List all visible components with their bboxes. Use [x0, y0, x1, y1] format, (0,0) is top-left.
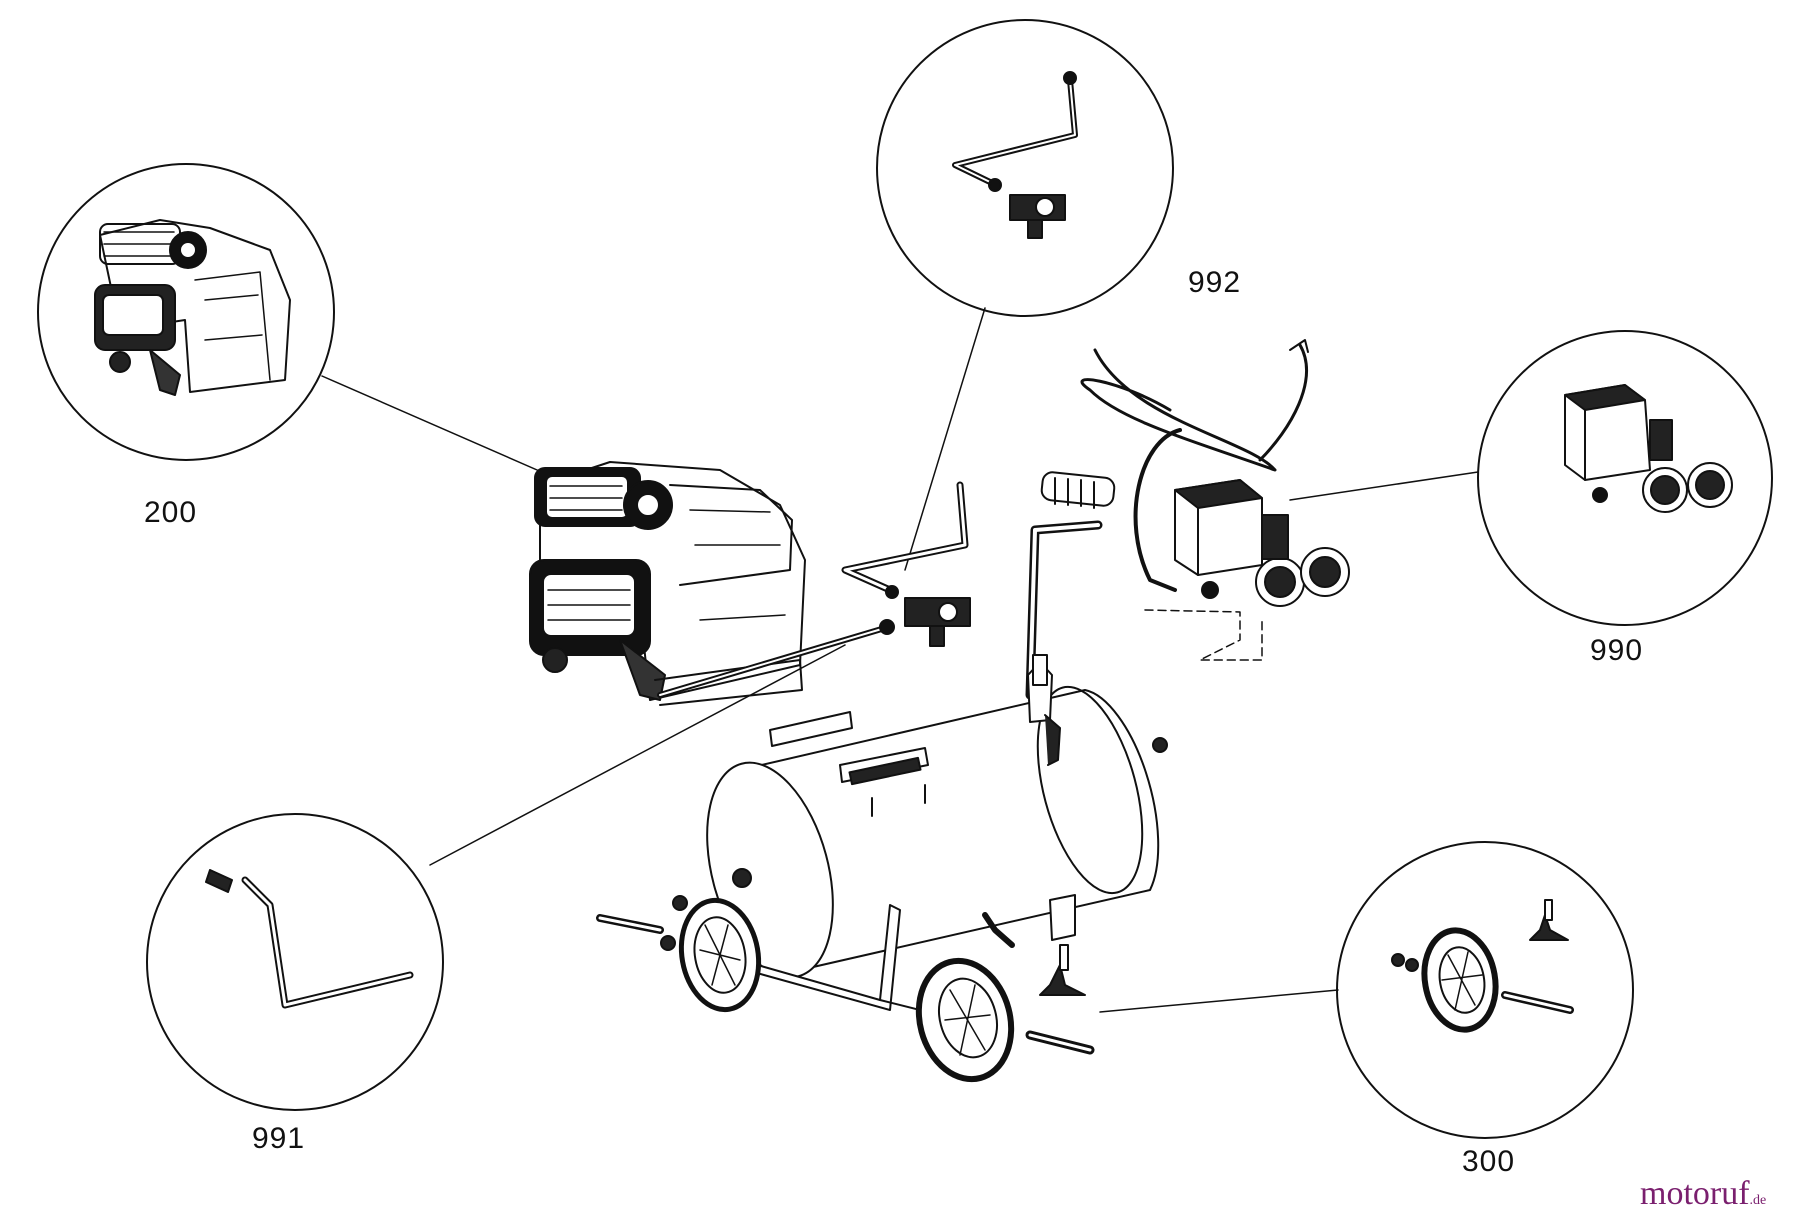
air-tank	[686, 655, 1167, 991]
chassis-wheels	[600, 894, 1090, 1089]
callout-circle-992	[877, 20, 1173, 316]
handle	[1030, 471, 1115, 695]
part-label-300: 300	[1462, 1145, 1516, 1178]
tube-valve-detail	[955, 72, 1076, 238]
motor-pump-assembly	[530, 462, 805, 705]
callout-circle-991	[147, 814, 443, 1110]
watermark-logo: motoruf.de	[1640, 1175, 1766, 1213]
part-label-200: 200	[144, 496, 198, 529]
motor-pump-detail	[95, 220, 290, 395]
callout-circle-990	[1478, 331, 1772, 625]
pressure-switch	[1082, 340, 1349, 606]
part-label-990: 990	[1590, 634, 1644, 667]
discharge-tube-detail	[206, 870, 410, 1005]
tube-valve	[845, 485, 970, 646]
pressure-switch-detail	[1565, 385, 1732, 512]
part-label-991: 991	[252, 1122, 306, 1155]
callout-circle-200	[38, 164, 334, 460]
leader-lines	[322, 308, 1478, 1012]
discharge-tube	[660, 620, 894, 695]
watermark-tld: .de	[1749, 1193, 1767, 1208]
part-label-992: 992	[1188, 266, 1242, 299]
watermark-name: motoruf	[1640, 1175, 1750, 1212]
wheel-kit-detail	[1392, 900, 1570, 1035]
